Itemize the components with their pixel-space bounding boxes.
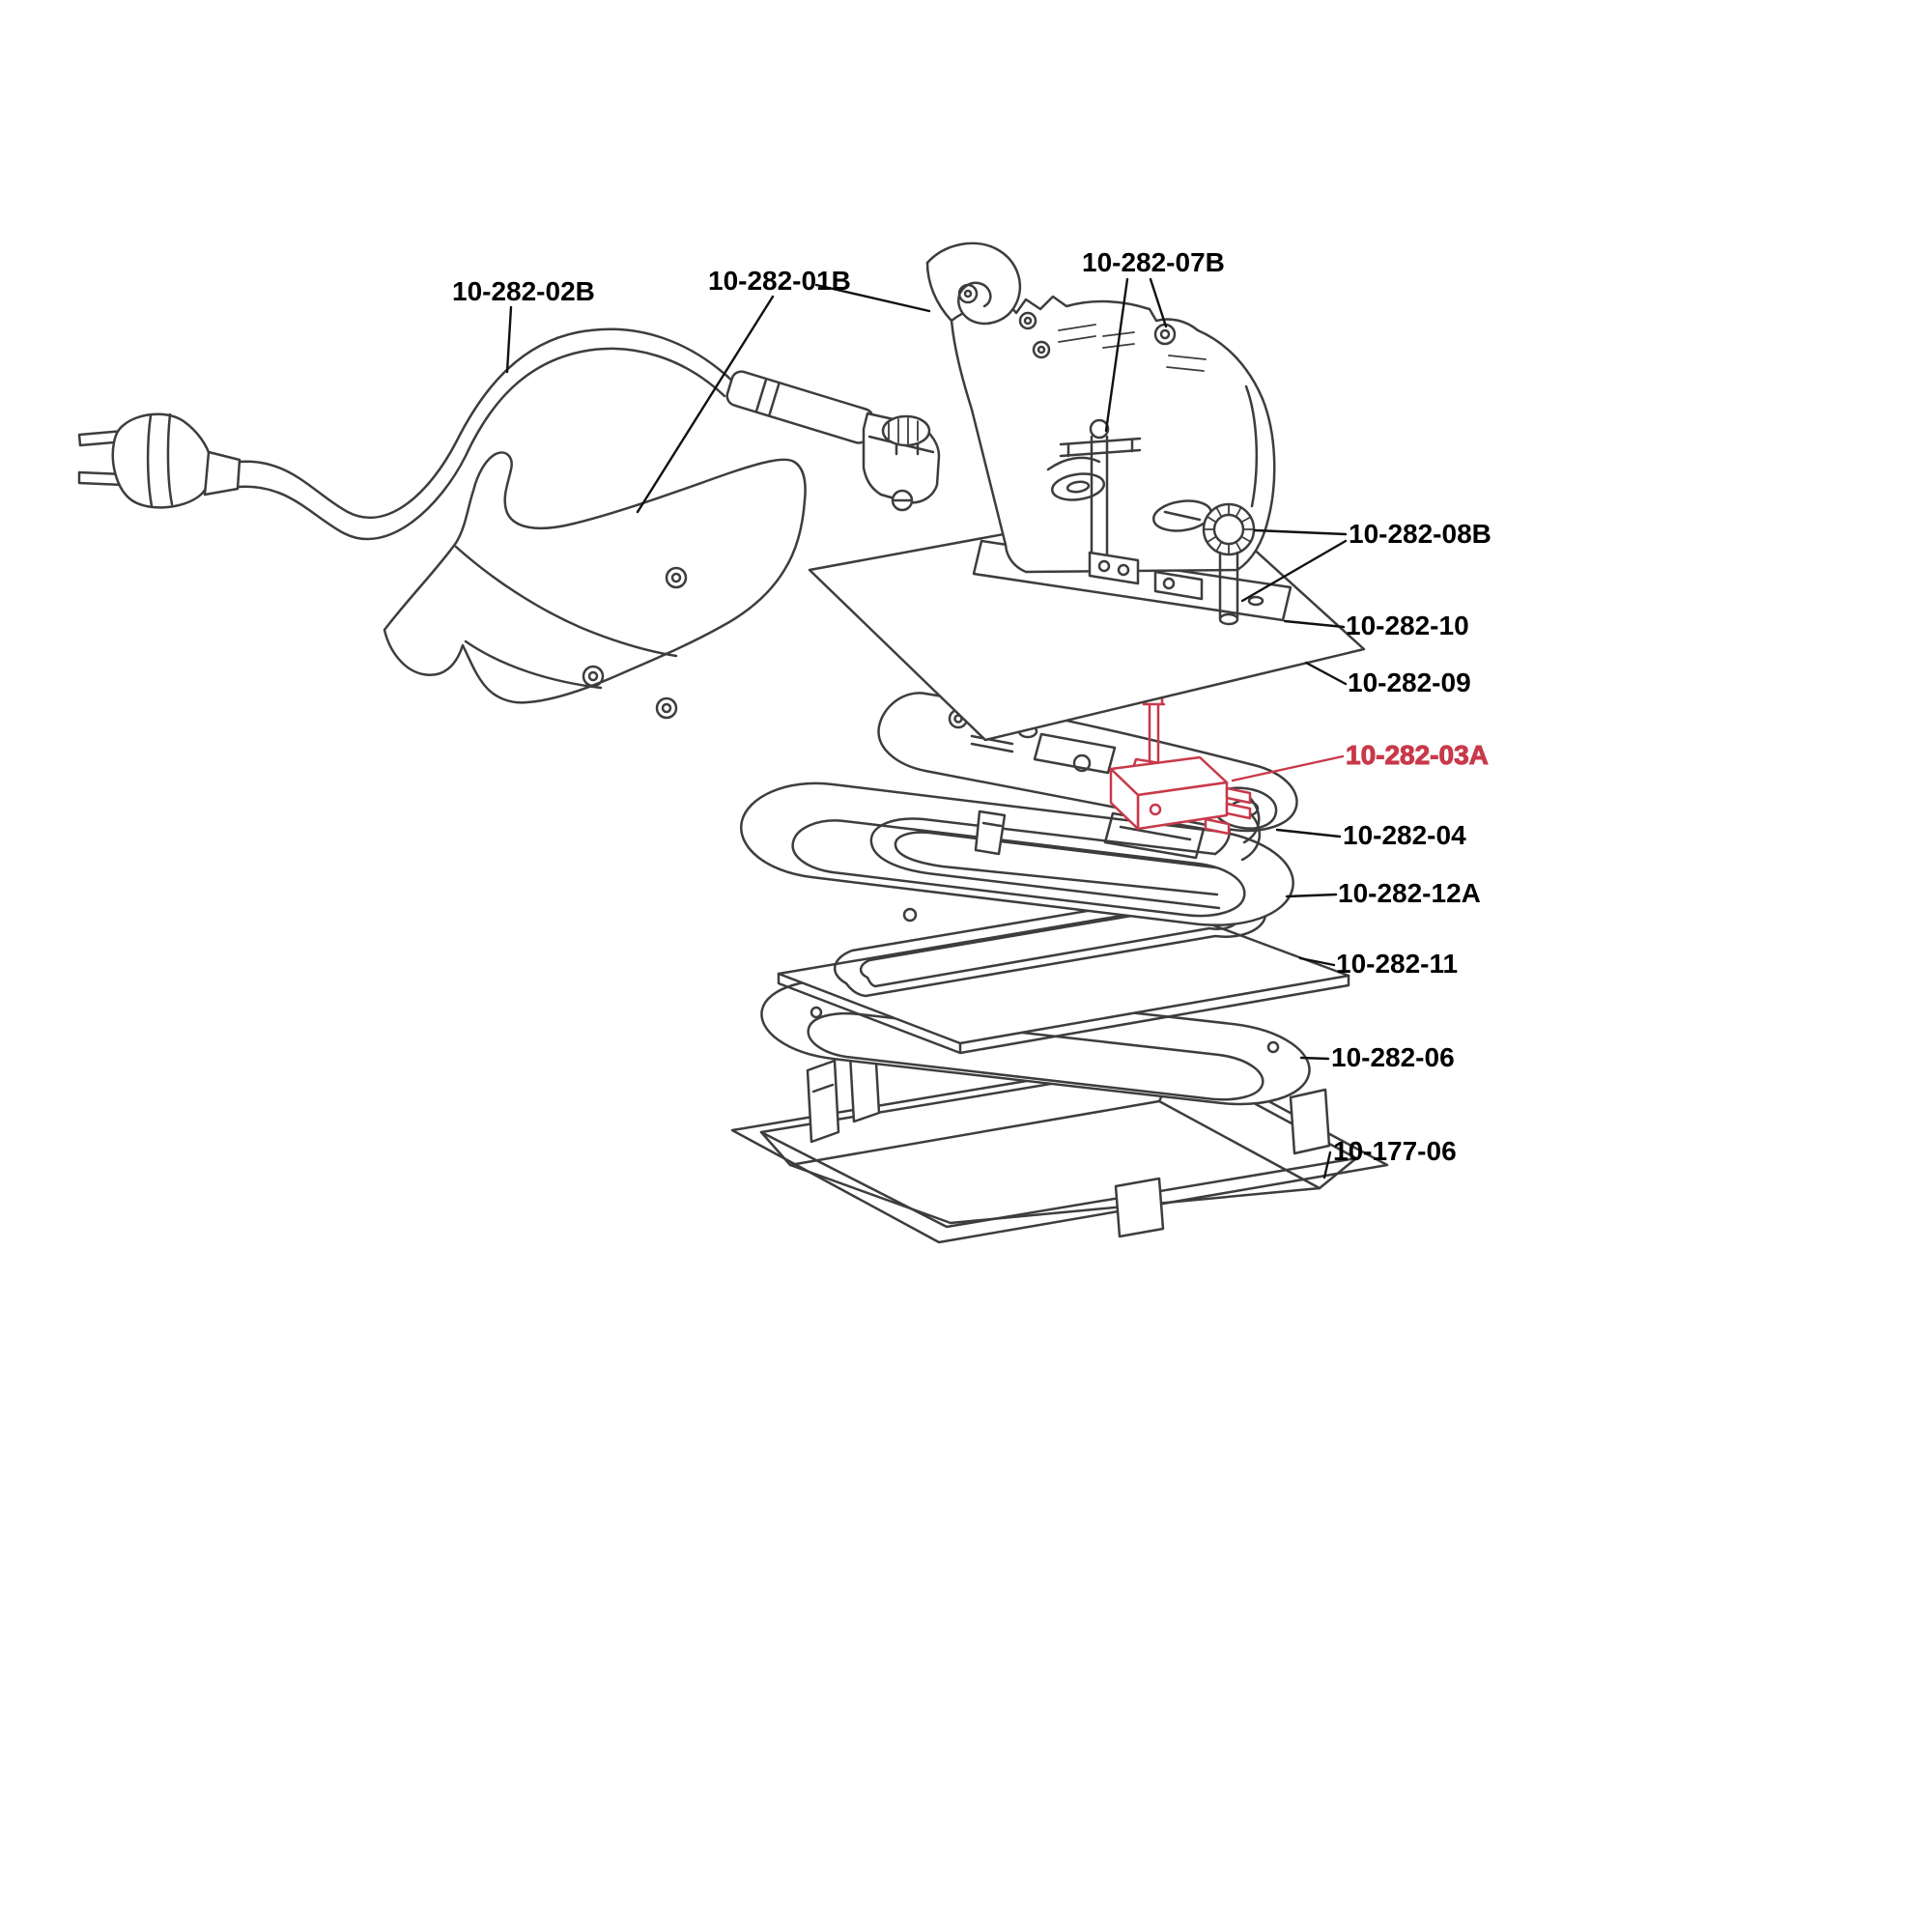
- thermostat-terminal: [1225, 802, 1252, 820]
- tray-bracket: [806, 1059, 840, 1144]
- leader-heat-shield: [1304, 661, 1348, 686]
- leader-handle-housing: [814, 283, 931, 313]
- leader-base-tray: [1322, 1151, 1332, 1179]
- leader-adjuster-screw: [1240, 539, 1348, 603]
- label-heating-element: 10-282-12A: [1338, 878, 1481, 908]
- thermostat-shaft: [1142, 693, 1166, 763]
- part-labels: 10-282-02B 10-282-01B 10-282-07B 10-282-…: [452, 247, 1492, 1166]
- leader-handle-housing: [636, 295, 775, 514]
- adjuster-knob: [1202, 502, 1256, 626]
- element-clip: [974, 810, 1007, 856]
- heating-element: [739, 781, 1294, 926]
- label-power-cord: 10-282-02B: [452, 276, 595, 306]
- label-frame-pins: 10-282-07B: [1082, 247, 1225, 277]
- leader-thermostat: [1231, 754, 1345, 782]
- adjuster-shaft: [1218, 551, 1239, 620]
- tray-bracket: [1289, 1088, 1331, 1155]
- element-tube: [869, 817, 1221, 910]
- frame-bracket: [1088, 551, 1140, 585]
- handle-housing: [383, 451, 807, 720]
- leader-frame-pins: [1104, 277, 1129, 433]
- leader-lines: [505, 277, 1348, 1179]
- label-heat-shield: 10-282-09: [1348, 668, 1471, 697]
- cord-connector: [862, 412, 941, 512]
- thermostat-terminal: [1225, 786, 1252, 805]
- leader-sole-plate: [1298, 956, 1336, 967]
- label-sole-plate: 10-282-11: [1336, 949, 1458, 979]
- label-thermostat: 10-282-03A: [1346, 740, 1489, 770]
- label-base-tray: 10-177-06: [1333, 1136, 1457, 1166]
- power-cord-assembly: [77, 327, 941, 541]
- tray-bracket: [1114, 1177, 1165, 1238]
- thumbscrew: [881, 414, 931, 447]
- leader-power-cord: [505, 305, 513, 374]
- leader-element-plate: [1275, 828, 1342, 838]
- element-lead-wires: [1240, 796, 1262, 862]
- power-cord: [238, 327, 736, 519]
- leader-heating-element: [1285, 893, 1338, 898]
- label-adjuster-screw: 10-282-08B: [1349, 519, 1492, 549]
- thermostat: [1109, 693, 1252, 836]
- label-mounting-plate: 10-282-10: [1346, 611, 1469, 640]
- leader-frame-pins: [1149, 277, 1168, 328]
- label-element-plate: 10-282-04: [1343, 820, 1466, 850]
- leader-adjuster-screw: [1253, 528, 1348, 536]
- housing-frame: [925, 242, 1276, 626]
- label-handle-housing: 10-282-01B: [708, 266, 851, 296]
- cord-hook: [925, 242, 1022, 326]
- leader-mounting-plate: [1283, 619, 1346, 629]
- strain-relief: [725, 370, 874, 444]
- power-plug: [77, 412, 242, 509]
- leader-gasket-frame: [1299, 1056, 1330, 1061]
- label-gasket-frame: 10-282-06: [1331, 1042, 1455, 1072]
